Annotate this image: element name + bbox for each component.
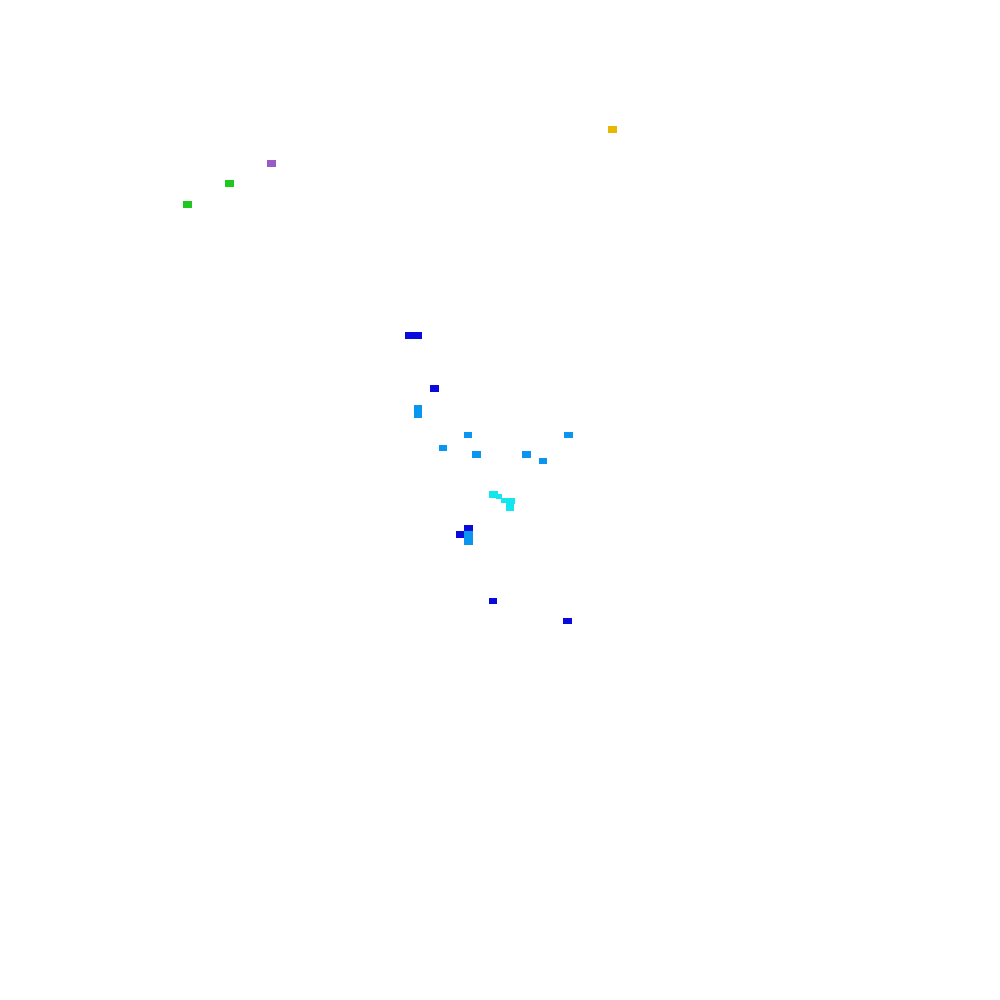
purple-cell [267,160,276,167]
cyan-cell [506,504,514,511]
green-cell [183,201,192,208]
azure-cell [414,405,422,418]
dark-blue-cell [563,618,572,624]
dark-blue-cell [464,525,473,532]
cyan-cell [489,491,498,498]
azure-cell [439,445,447,451]
dark-blue-cell [489,598,497,604]
azure-cell [464,531,473,545]
azure-cell [539,458,547,464]
dark-blue-cell [405,332,422,339]
azure-cell [564,432,573,438]
dark-blue-cell [430,385,439,392]
green-cell [225,180,234,187]
azure-cell [472,451,481,458]
azure-cell [464,432,472,438]
cyan-cell [506,498,515,504]
yellow-cell [608,126,617,133]
azure-cell [522,451,531,458]
cyan-cell [501,498,507,503]
dark-blue-cell [456,531,465,538]
cyan-cell [496,494,502,499]
